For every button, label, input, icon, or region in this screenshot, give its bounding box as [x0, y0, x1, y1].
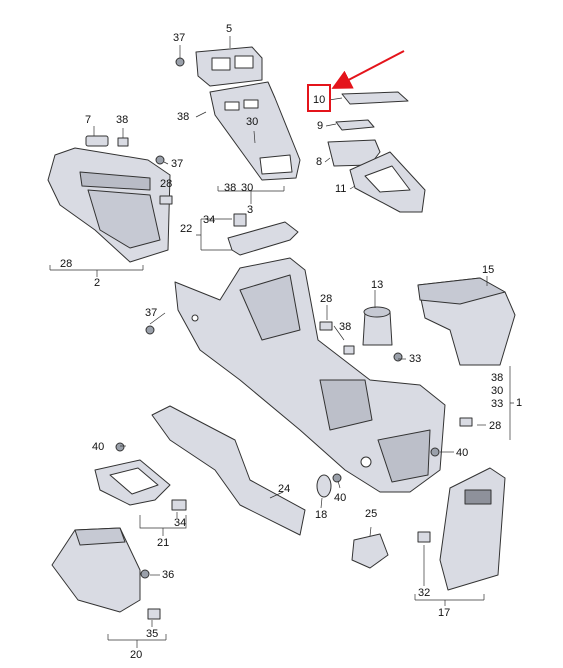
callout-2: 2: [94, 277, 101, 289]
callout-3: 3: [247, 204, 254, 216]
callout-40: 40: [456, 447, 469, 459]
callout-28: 28: [60, 258, 73, 270]
part-1-main-console: [174, 257, 446, 493]
part-9-mat: [335, 119, 375, 131]
callout-33: 33: [409, 353, 422, 365]
callout-21: 21: [157, 537, 170, 549]
callout-30: 30: [246, 116, 259, 128]
part-25-insert: [351, 533, 389, 569]
callout-37: 37: [173, 32, 186, 44]
callout-28: 28: [320, 293, 333, 305]
callout-17: 17: [438, 607, 451, 619]
part-34-clip: [171, 499, 187, 511]
callout-30: 30: [491, 385, 504, 397]
callout-37: 37: [145, 307, 158, 319]
leader-lines: [49, 36, 514, 648]
callout-40: 40: [334, 492, 347, 504]
part-13-cup-holder: [362, 306, 393, 346]
part-17-rear-vent: [439, 467, 506, 591]
part-28-clip: [459, 417, 473, 427]
callout-37: 37: [171, 158, 184, 170]
highlight-box: [307, 84, 331, 112]
part-10-mat: [341, 91, 409, 105]
callout-30: 30: [241, 182, 254, 194]
callout-7: 7: [85, 114, 92, 126]
part-24-air-duct: [151, 405, 306, 536]
callout-8: 8: [316, 156, 323, 168]
callout-33: 33: [491, 398, 504, 410]
callout-24: 24: [278, 483, 291, 495]
callout-38: 38: [116, 114, 129, 126]
part-28-clip: [159, 195, 173, 205]
part-2-front-console: [47, 147, 171, 263]
part-32-clip: [417, 531, 431, 543]
part-5-bezel: [195, 46, 263, 87]
part-28-clip: [319, 321, 333, 331]
callout-25: 25: [365, 508, 378, 520]
callout-34: 34: [203, 214, 216, 226]
highlight-arrow: [331, 50, 405, 89]
part-7-switch: [85, 135, 109, 147]
callout-38: 38: [491, 372, 504, 384]
part-3-trim-panel: [209, 81, 301, 181]
callout-32: 32: [418, 587, 431, 599]
part-15-armrest: [417, 277, 516, 366]
callout-9: 9: [317, 120, 324, 132]
callout-28: 28: [160, 178, 173, 190]
callout-28: 28: [489, 420, 502, 432]
callout-40: 40: [92, 441, 105, 453]
callout-20: 20: [130, 649, 143, 661]
callout-22: 22: [180, 223, 193, 235]
part-20-storage-box: [51, 527, 141, 613]
callout-1: 1: [516, 397, 523, 409]
part-22-bracket: [227, 221, 299, 256]
callout-38: 38: [339, 321, 352, 333]
part-38-clip: [117, 137, 129, 147]
callout-36: 36: [162, 569, 175, 581]
screws: [115, 57, 440, 579]
callout-15: 15: [482, 264, 495, 276]
part-18-cover: [316, 474, 332, 498]
callout-18: 18: [315, 509, 328, 521]
callout-34: 34: [174, 517, 187, 529]
callout-13: 13: [371, 279, 384, 291]
callout-11: 11: [335, 183, 347, 195]
part-34-clip: [233, 213, 247, 227]
part-35-clip: [147, 608, 161, 620]
callout-10: 10: [313, 94, 326, 106]
callout-38: 38: [224, 182, 237, 194]
callout-38: 38: [177, 111, 190, 123]
part-38-clip: [343, 345, 355, 355]
part-21-frame: [94, 459, 171, 506]
callout-5: 5: [226, 23, 233, 35]
callout-35: 35: [146, 628, 159, 640]
